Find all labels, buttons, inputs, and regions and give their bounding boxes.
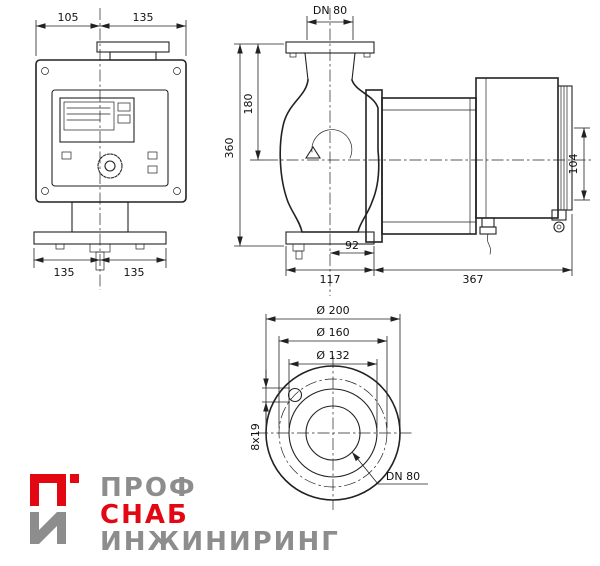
- control-panel: [51, 89, 169, 187]
- dim-front-bottom-right: 135: [124, 266, 145, 279]
- logo-word-snab: СНАБ: [100, 500, 189, 530]
- bolt-hole: [287, 387, 303, 403]
- height-dimensions: 360 180: [223, 43, 284, 247]
- raised-face-circle: [288, 388, 378, 478]
- display-screen: [63, 101, 115, 131]
- logo-mark-square-icon: [70, 474, 79, 483]
- dim-flange-width: 117: [320, 273, 341, 286]
- side-view: DN 80 104 92 117 367: [266, 4, 592, 296]
- dim-front-top-right: 135: [133, 11, 154, 24]
- electronics-module: [475, 77, 559, 219]
- corner-screw: [173, 187, 181, 195]
- dim-height-to-axis: 180: [242, 94, 255, 115]
- dim-nominal-bore: DN 80: [386, 470, 420, 483]
- motor-housing: [381, 97, 477, 235]
- dim-flange-dn: DN 80: [313, 4, 347, 17]
- side-bottom-flange: [285, 231, 375, 245]
- logo-mark-i-icon: [30, 512, 66, 544]
- front-view: 105 135 135 135: [33, 8, 187, 290]
- dim-total-height: 360: [223, 138, 236, 159]
- dim-front-top-left: 105: [58, 11, 79, 24]
- dn-leader-line: [351, 451, 428, 485]
- dim-raised-face: Ø 132: [316, 349, 349, 362]
- dim-front-bottom-left: 135: [54, 266, 75, 279]
- panel-button: [61, 151, 72, 160]
- motor-flange-plate: [365, 89, 383, 243]
- panel-button: [147, 165, 158, 174]
- corner-screw: [41, 67, 49, 75]
- logo-mark-p-icon: [30, 474, 66, 506]
- display-button: [117, 114, 131, 124]
- flange-view: Ø 200 Ø 160 Ø 132 8x19 DN 80: [249, 304, 428, 510]
- flow-direction-arrow: [304, 145, 322, 159]
- bore-circle: [305, 405, 361, 461]
- cooling-ribs: [557, 85, 573, 211]
- right-connector: [551, 209, 567, 221]
- logo-word-prof: ПРОФ: [100, 473, 197, 503]
- dim-bolt-circle: Ø 160: [316, 326, 349, 339]
- bolt-circle: [278, 378, 388, 488]
- cable-gland: [481, 217, 495, 228]
- front-top-flange: [96, 41, 170, 53]
- volute-housing: [279, 78, 380, 233]
- dim-total-length: 367: [463, 273, 484, 286]
- logo-word-engineering: ИНЖИНИРИНГ: [100, 527, 340, 557]
- dim-axis-offset: 92: [345, 239, 359, 252]
- display-button: [117, 102, 131, 112]
- dim-bolt-holes: 8x19: [249, 423, 262, 451]
- side-top-flange: [285, 41, 375, 54]
- corner-screw: [173, 67, 181, 75]
- control-knob: [97, 153, 123, 179]
- display-frame: [59, 97, 135, 143]
- dim-outer-diameter: Ø 200: [316, 304, 349, 317]
- panel-button: [147, 151, 158, 160]
- dim-module-height: 104: [567, 154, 580, 175]
- logo: ПРОФ СНАБ ИНЖИНИРИНГ: [30, 473, 340, 557]
- corner-screw: [41, 187, 49, 195]
- pump-body-front: [35, 59, 187, 203]
